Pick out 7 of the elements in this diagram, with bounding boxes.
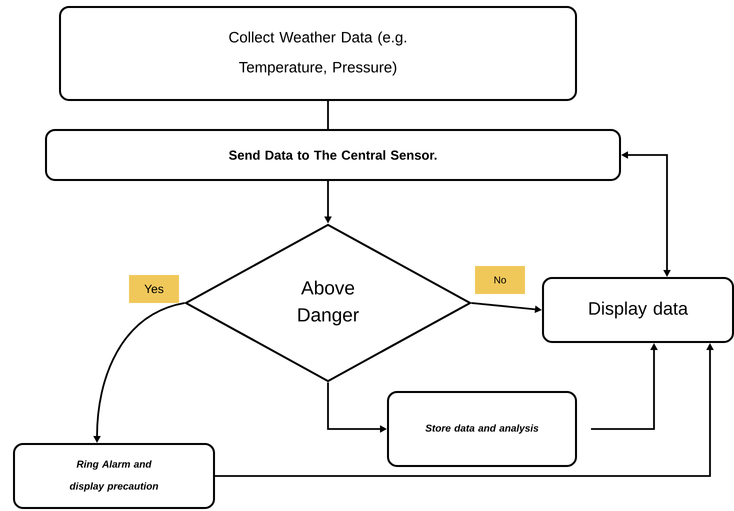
- edge-label: Yes: [129, 275, 179, 303]
- edge-label: No: [475, 266, 525, 294]
- process-box: Store data and analysis: [387, 390, 577, 467]
- process-box: Send Data to The Central Sensor.: [45, 129, 621, 181]
- process-box: Collect Weather Data (e.g. Temperature, Pressure): [59, 6, 577, 101]
- process-box: Ring Alarm and display precaution: [13, 442, 215, 509]
- process-box: Display data: [542, 277, 734, 343]
